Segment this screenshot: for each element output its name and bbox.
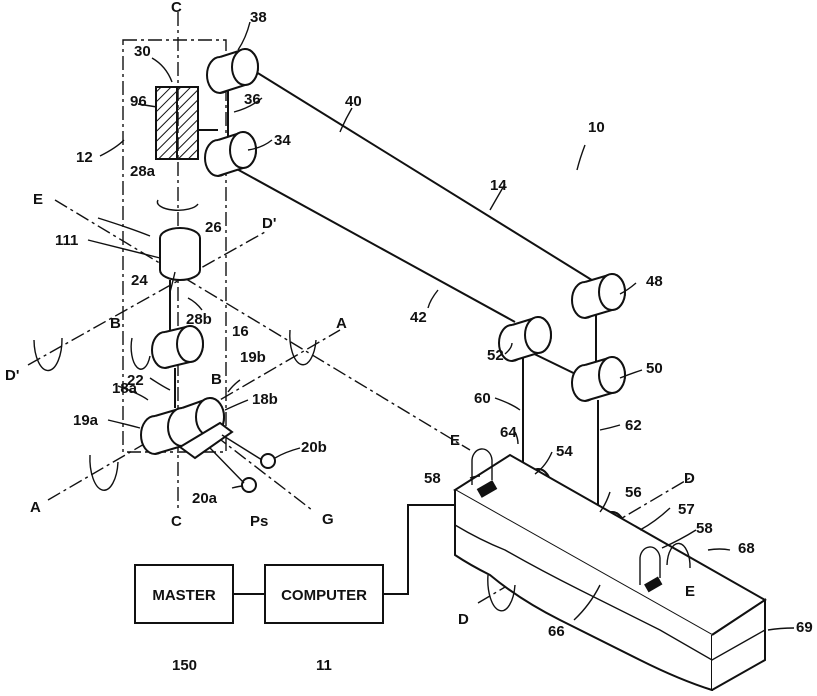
label-40: 40 bbox=[345, 93, 362, 110]
axis-label-d-prime-left: D' bbox=[5, 367, 19, 384]
label-50: 50 bbox=[646, 360, 663, 377]
label-62: 62 bbox=[625, 417, 642, 434]
label-19a: 19a bbox=[73, 412, 99, 429]
label-54: 54 bbox=[556, 443, 573, 460]
label-11: 11 bbox=[316, 657, 332, 674]
label-12: 12 bbox=[76, 149, 93, 166]
base-block bbox=[455, 449, 765, 690]
label-58-right: 58 bbox=[696, 520, 713, 537]
label-24: 24 bbox=[131, 272, 148, 289]
label-34: 34 bbox=[274, 132, 291, 149]
pulley-50 bbox=[572, 357, 625, 401]
label-68: 68 bbox=[738, 540, 755, 557]
label-42: 42 bbox=[410, 309, 427, 326]
label-22: 22 bbox=[127, 372, 144, 389]
axis-label-d-prime-right: D' bbox=[262, 215, 276, 232]
label-14: 14 bbox=[490, 177, 507, 194]
axis-label-a-left: A bbox=[30, 499, 41, 516]
axis-label-e-mid: E bbox=[450, 432, 460, 449]
label-66: 66 bbox=[548, 623, 565, 640]
label-28a: 28a bbox=[130, 163, 156, 180]
computer-label: COMPUTER bbox=[281, 587, 367, 604]
label-26: 26 bbox=[205, 219, 222, 236]
label-19b: 19b bbox=[240, 349, 266, 366]
label-20a: 20a bbox=[192, 490, 218, 507]
label-52: 52 bbox=[487, 347, 504, 364]
joint-26 bbox=[160, 228, 200, 280]
label-30: 30 bbox=[134, 43, 151, 60]
label-150: 150 bbox=[172, 657, 197, 674]
axis-label-e-right: E bbox=[685, 583, 695, 600]
axis-label-d-lower: D bbox=[458, 611, 469, 628]
label-16: 16 bbox=[232, 323, 249, 340]
pulley-38 bbox=[207, 49, 258, 93]
label-36: 36 bbox=[244, 91, 261, 108]
axis-label-c-bottom: C bbox=[171, 513, 182, 530]
label-48: 48 bbox=[646, 273, 663, 290]
label-18b: 18b bbox=[252, 391, 278, 408]
link-computer-base bbox=[383, 505, 455, 594]
label-28b: 28b bbox=[186, 311, 212, 328]
label-96: 96 bbox=[130, 93, 147, 110]
label-57: 57 bbox=[678, 501, 695, 518]
pulley-34 bbox=[205, 132, 256, 176]
axis-label-c-top: C bbox=[171, 0, 182, 16]
pulley-48 bbox=[572, 274, 625, 318]
label-56: 56 bbox=[625, 484, 642, 501]
label-10: 10 bbox=[588, 119, 605, 136]
label-64: 64 bbox=[500, 424, 517, 441]
master-label: MASTER bbox=[152, 587, 216, 604]
label-38: 38 bbox=[250, 9, 267, 26]
label-60: 60 bbox=[474, 390, 491, 407]
axis-label-e-top: E bbox=[33, 191, 43, 208]
axis-label-b-left: B bbox=[110, 315, 121, 332]
cable-42 bbox=[235, 168, 515, 322]
axis-label-b-right: B bbox=[211, 371, 222, 388]
sensor-20a bbox=[242, 478, 256, 492]
axis-label-d-upper: D bbox=[684, 470, 695, 487]
axis-label-a-right: A bbox=[336, 315, 347, 332]
joint-16 bbox=[152, 326, 203, 368]
label-69: 69 bbox=[796, 619, 813, 636]
label-58-left: 58 bbox=[424, 470, 441, 487]
label-111: 111 bbox=[55, 232, 78, 249]
axis-d-prime bbox=[28, 232, 265, 365]
pulley-52 bbox=[499, 317, 551, 361]
axis-label-g: G bbox=[322, 511, 334, 528]
sensor-20b bbox=[261, 454, 275, 468]
cable-40 bbox=[240, 62, 595, 282]
label-20b: 20b bbox=[301, 439, 327, 456]
axis-label-ps: Ps bbox=[250, 513, 268, 530]
